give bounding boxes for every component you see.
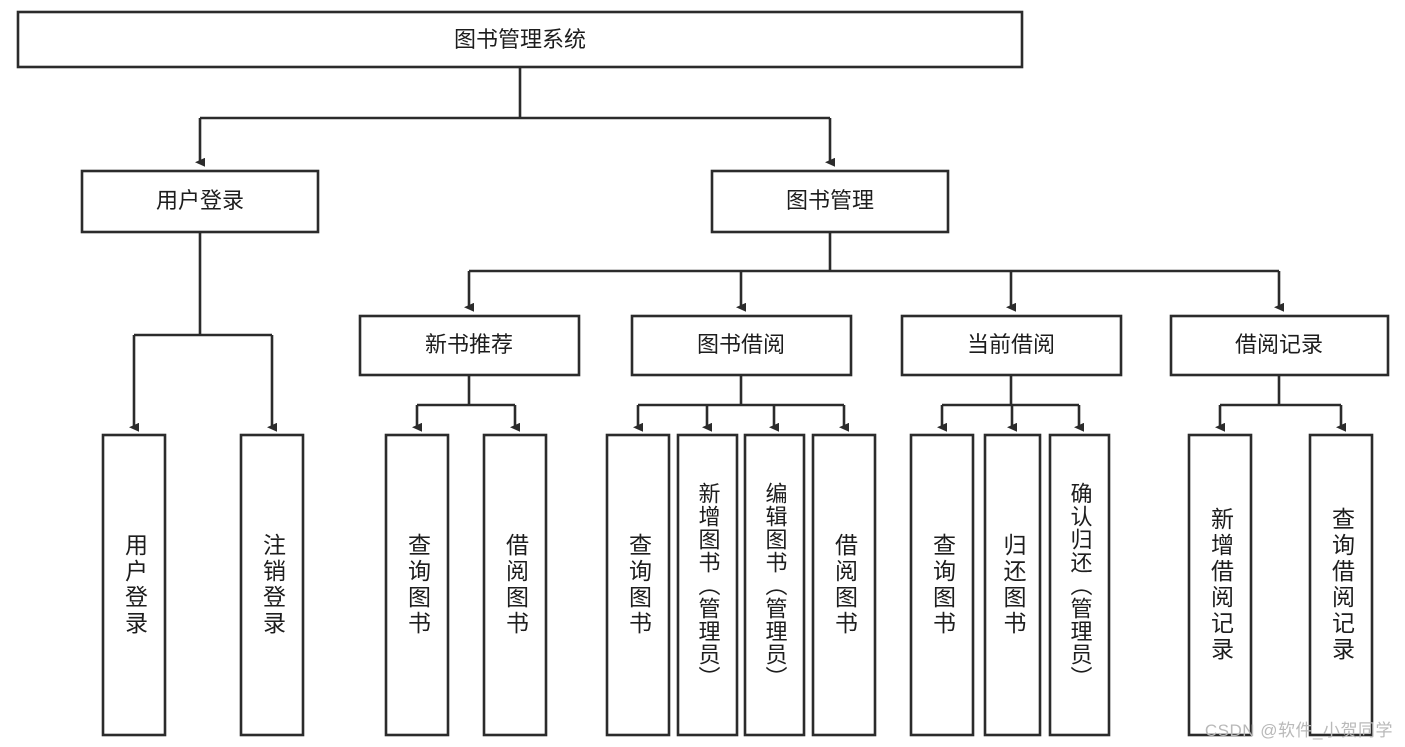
connector-group-book-borrow [633, 375, 849, 432]
connector-group-user-login [129, 232, 277, 432]
node-user-login-label: 用户登录 [156, 188, 244, 213]
node-new-book-recommend-label: 新书推荐 [425, 332, 513, 357]
leaf-box-logout-leaf[interactable] [239, 433, 305, 737]
connector-group-root [195, 67, 835, 167]
node-current-borrow[interactable]: 当前借阅 [900, 314, 1123, 377]
leaf-box-query-book-2[interactable] [605, 433, 671, 737]
node-current-borrow-label: 当前借阅 [967, 332, 1055, 357]
node-root[interactable]: 图书管理系统 [16, 10, 1024, 69]
node-user-login[interactable]: 用户登录 [80, 169, 320, 234]
csdn-watermark: CSDN @软件_小贺同学 [1204, 721, 1393, 740]
leaf-box-edit-book-admin[interactable] [743, 433, 806, 737]
leaf-box-query-borrow-record[interactable] [1308, 433, 1374, 737]
node-borrow-record[interactable]: 借阅记录 [1169, 314, 1390, 377]
node-book-manage-label: 图书管理 [786, 188, 874, 213]
leaf-box-borrow-book-2[interactable] [811, 433, 877, 737]
connector-group-book-manage [464, 232, 1284, 312]
connector-group-current-borrow [937, 375, 1084, 432]
connector-group-borrow-record [1215, 375, 1346, 432]
leaf-box-query-book-1[interactable] [384, 433, 450, 737]
leaf-box-confirm-return-admin[interactable] [1048, 433, 1111, 737]
leaf-box-query-book-3[interactable] [909, 433, 975, 737]
leaf-box-user-login-leaf[interactable] [101, 433, 167, 737]
leaf-box-add-book-admin[interactable] [676, 433, 739, 737]
connector-group-new-book-recommend [412, 375, 520, 432]
node-book-borrow[interactable]: 图书借阅 [630, 314, 853, 377]
node-new-book-recommend[interactable]: 新书推荐 [358, 314, 581, 377]
node-book-borrow-label: 图书借阅 [697, 332, 785, 357]
leaf-box-borrow-book-1[interactable] [482, 433, 548, 737]
node-root-label: 图书管理系统 [454, 27, 586, 52]
node-book-manage[interactable]: 图书管理 [710, 169, 950, 234]
node-borrow-record-label: 借阅记录 [1235, 332, 1323, 357]
leaf-box-return-book[interactable] [983, 433, 1042, 737]
leaf-box-add-borrow-record[interactable] [1187, 433, 1253, 737]
leaf-boxes [101, 433, 1374, 737]
